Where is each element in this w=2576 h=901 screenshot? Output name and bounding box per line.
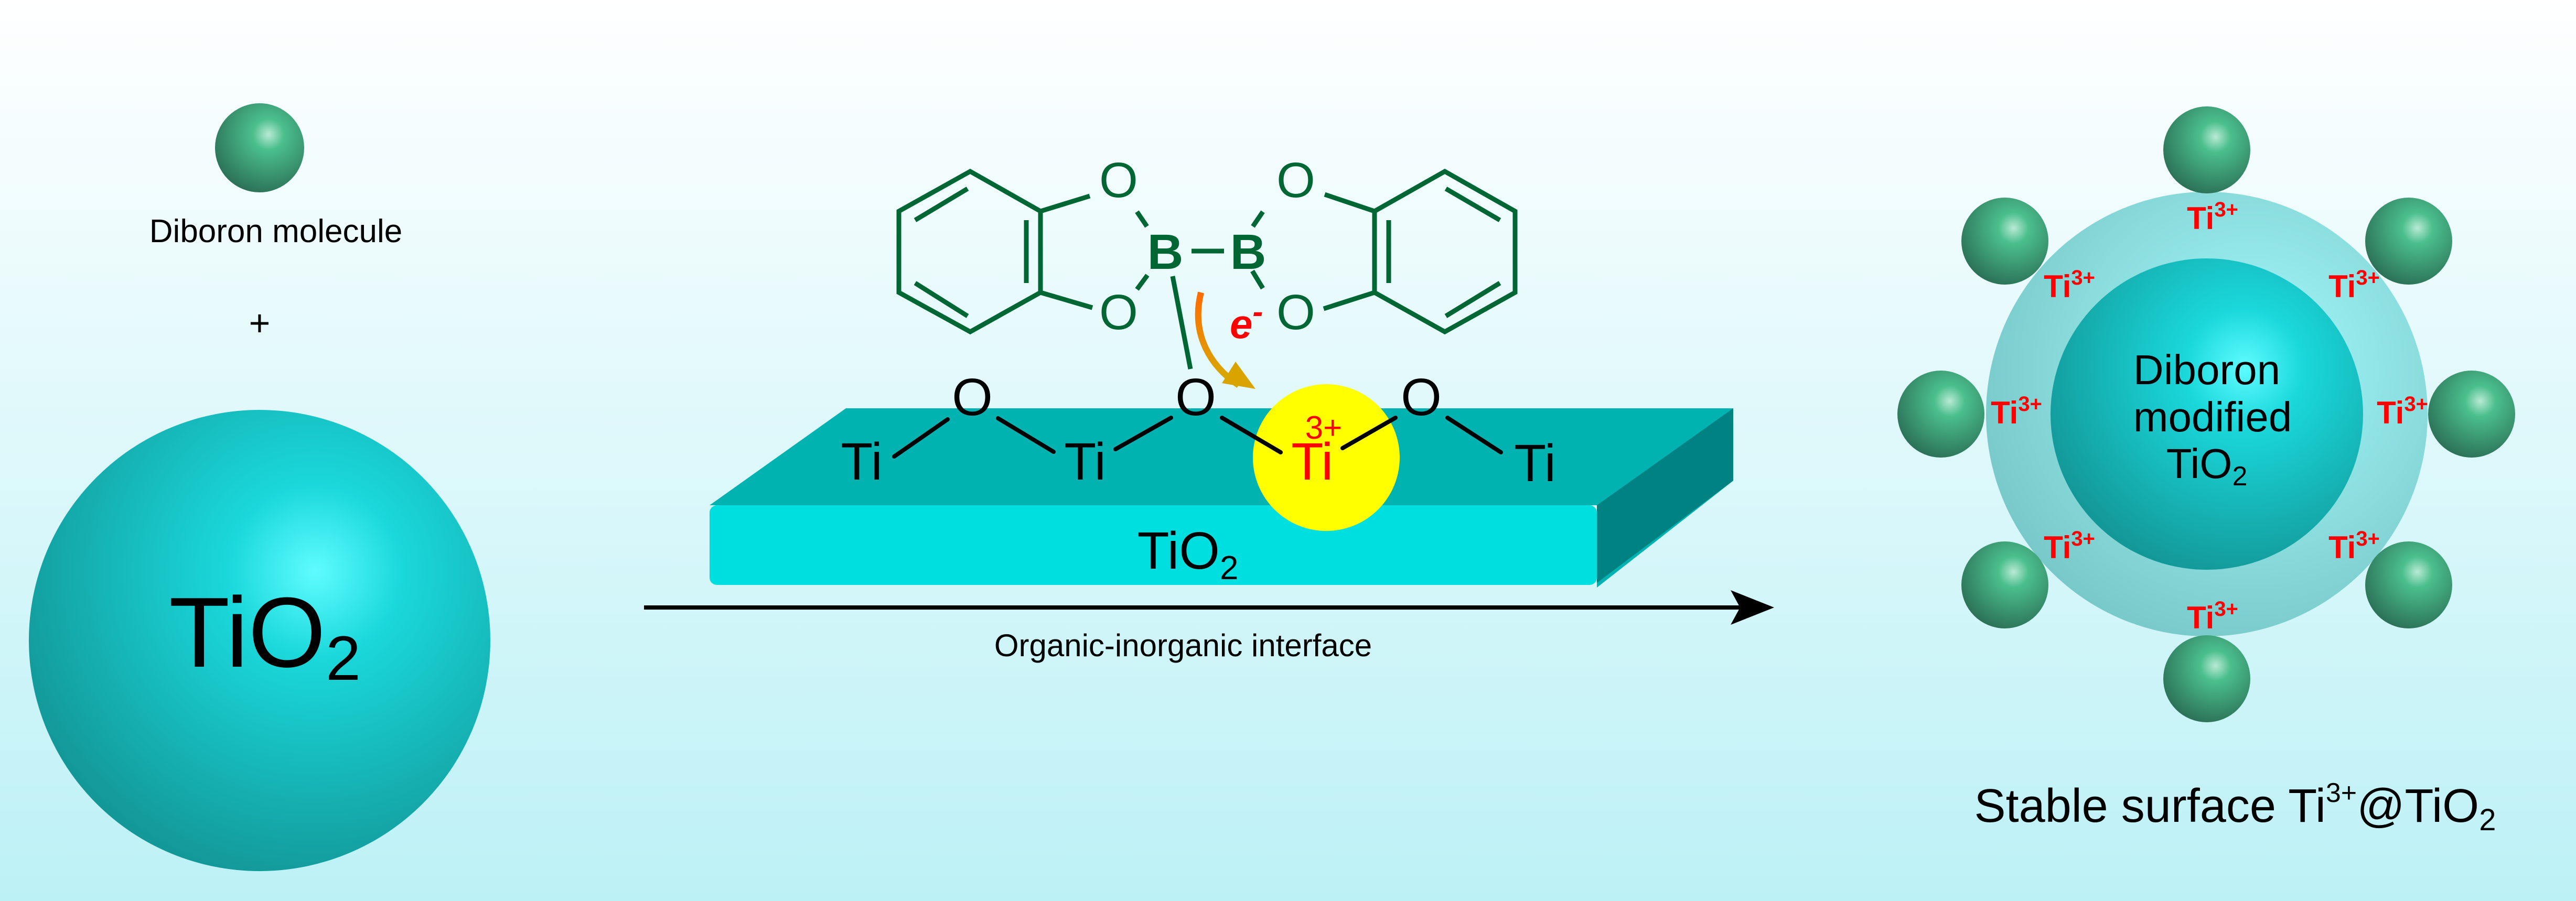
ti3-labels: Ti3+ Ti3+ Ti3+ Ti3+ Ti3+ Ti3+ Ti3+ Ti3+ [1991, 198, 2428, 635]
plus-sign: + [249, 302, 271, 343]
electron-label: e- [1230, 294, 1263, 347]
ti3-label: Ti3+ [2044, 527, 2095, 565]
ti3-label: Ti3+ [1991, 393, 2042, 430]
ti3-label: Ti3+ [2187, 598, 2238, 635]
atom-o: O [1099, 153, 1138, 208]
catechol-diboron-structure [896, 168, 1518, 370]
surface-ti: Ti [1514, 434, 1556, 493]
surface-ti: Ti [1064, 432, 1106, 491]
core-label-line2: modified [2133, 394, 2292, 440]
atom-b: B [1147, 224, 1184, 280]
core-label-line1: Diboron [2133, 346, 2280, 393]
diboron-molecule-sphere [215, 103, 304, 192]
atom-o: O [1276, 153, 1315, 208]
result-caption: Stable surface Ti3+@TiO2 [1974, 778, 2496, 837]
surface-ti: Ti [841, 432, 883, 491]
ti3-label: Ti3+ [2187, 198, 2238, 236]
diboron-spheres [1897, 106, 2515, 722]
ti3-label: Ti3+ [2044, 266, 2095, 304]
ti3-label: Ti3+ [2377, 393, 2428, 430]
surface-atoms: O O O Ti Ti Ti 3+ Ti [841, 368, 1556, 493]
reaction-arrow [644, 590, 1774, 625]
slab-label: TiO2 [1137, 522, 1239, 587]
surface-o: O [1175, 368, 1216, 427]
atom-o: O [1099, 285, 1138, 340]
atom-b: B [1230, 224, 1266, 280]
surface-o: O [952, 368, 993, 427]
surface-ti3: Ti [1291, 432, 1333, 491]
electron-transfer-arrow [1195, 291, 1255, 389]
surface-bonds [892, 416, 1503, 459]
core-label-line3: TiO2 [2166, 440, 2248, 492]
ti3-label: Ti3+ [2328, 266, 2380, 304]
ti3-highlight [1253, 384, 1400, 531]
core-label: Diboron modified TiO2 [2133, 346, 2292, 492]
molecule-atoms: O O B B O O [1099, 153, 1315, 340]
tio2-slab [710, 408, 1733, 588]
atom-o: O [1276, 285, 1315, 340]
arrow-label: Organic-inorganic interface [994, 628, 1372, 663]
tio2-sphere-label: TiO2 [169, 577, 361, 693]
modified-tio2-core [2051, 258, 2363, 570]
tio2-sphere [29, 410, 490, 871]
diboron-molecule-label: Diboron molecule [149, 213, 402, 249]
surface-o: O [1401, 368, 1442, 427]
ti3-label: Ti3+ [2328, 527, 2380, 565]
ti3-charge: 3+ [1305, 410, 1343, 446]
